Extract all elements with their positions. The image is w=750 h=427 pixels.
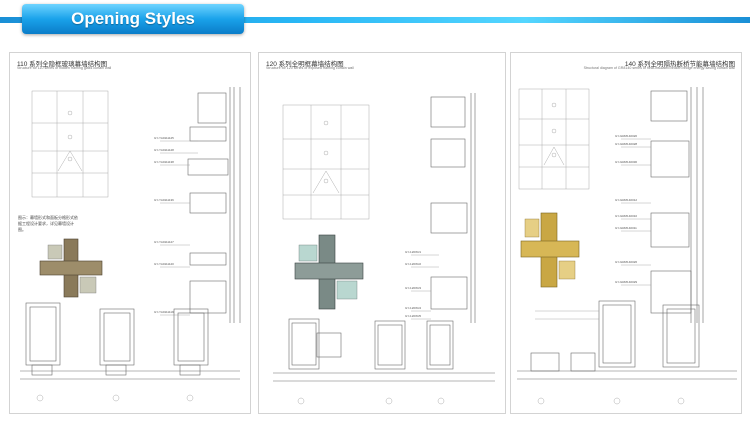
- header-band: Opening Styles: [0, 0, 750, 38]
- panel-title: 110 系列全隐框玻璃幕墙结构图: [17, 61, 108, 68]
- panel-120-drawing: GY-120WJ1 GY-120WJ2 GY-120WJ3 GY-120WJ4 …: [273, 93, 495, 405]
- profile-label: GY-GRM140028: [615, 142, 637, 146]
- profile-label: GY-120WJ1: [405, 250, 421, 254]
- profile-label: GY-YA0111127: [154, 240, 174, 244]
- panel-title: 120 系列全明框幕墙结构图: [266, 61, 344, 68]
- panel-140-drawing: GY-GRM140020 GY-GRM140028 GY-GRM140030 G…: [517, 87, 737, 405]
- panel-subtitle: Structure for 110 series of hidden frami…: [17, 66, 112, 70]
- profile-label: GY-YA0111136: [154, 198, 174, 202]
- panel-110-drawing: GY-YA0111125 GY-YA0111128 GY-YA0111138 G…: [20, 87, 241, 402]
- profile-label: GY-YA0111119: [154, 310, 174, 314]
- corner-node-3d: [294, 234, 364, 310]
- profile-label: GY-120WJ2: [405, 262, 421, 266]
- profile-label: GY-YA0111128: [154, 148, 174, 152]
- profile-label: GY-YA0111138: [154, 160, 174, 164]
- profile-label: GY-GRM140029: [615, 280, 637, 284]
- profile-label: GY-YA0111125: [154, 136, 174, 140]
- corner-node-3d: [39, 238, 103, 298]
- panel-title: 140 系列全明隔热断桥节能幕墙结构图: [624, 61, 735, 68]
- header-stripe: [0, 17, 750, 23]
- profile-label: GY-GRM140010: [615, 214, 637, 218]
- profile-label: GY-GRM140012: [615, 198, 637, 202]
- panel-subtitle: Structure for 120 series of exposed fram…: [266, 66, 354, 70]
- profile-label: GY-GRM140011: [615, 226, 637, 230]
- profile-label: GY-120WJ3: [405, 286, 421, 290]
- section-banner: Opening Styles: [22, 4, 244, 34]
- panel-subtitle: Structural diagram of GR8140 series of h…: [583, 66, 735, 70]
- profile-label: GY-GRM140026: [615, 260, 637, 264]
- panel-120-series: 120 系列全明框幕墙结构图 Structure for 120 series …: [258, 52, 506, 414]
- section-title: Opening Styles: [71, 9, 195, 28]
- panel-110-series: 110 系列全隐框玻璃幕墙结构图 Structure for 110 serie…: [9, 52, 251, 414]
- profile-label: GY-YA0111120: [154, 262, 174, 266]
- corner-node-3d: [520, 212, 580, 288]
- profile-label: GY-120WJ5: [405, 314, 421, 318]
- profile-label: GY-120WJ4: [405, 306, 421, 310]
- panel-140-series: 140 系列全明隔热断桥节能幕墙结构图 Structural diagram o…: [510, 52, 742, 414]
- profile-label: GY-GRM140020: [615, 134, 637, 138]
- panel-note: 图示：幕墙形式和面板分格形式依据工程设计要求，详见幕墙设计图。: [18, 215, 78, 232]
- profile-label: GY-GRM140030: [615, 160, 637, 164]
